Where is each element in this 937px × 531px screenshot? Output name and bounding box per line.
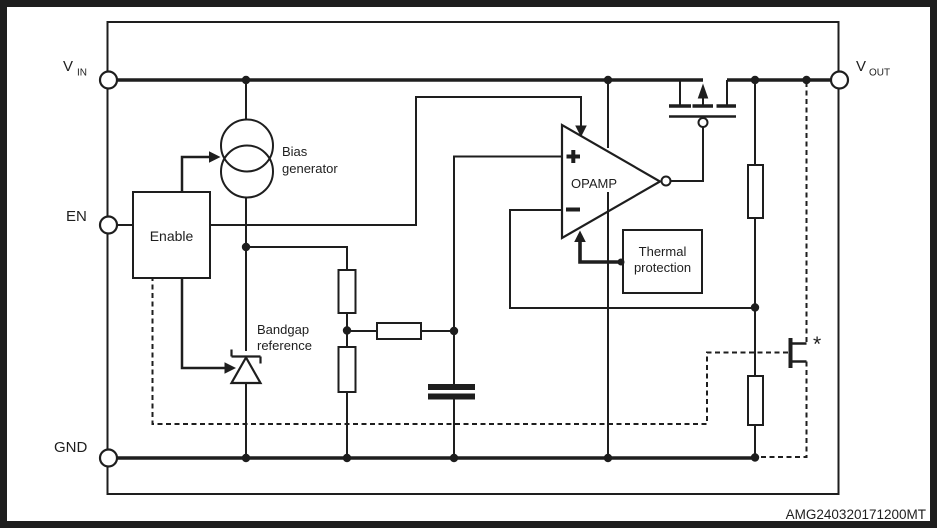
- arrowhead-into-opamp-top: [575, 125, 587, 137]
- junction-dot: [449, 326, 459, 336]
- junction-dot: [603, 75, 613, 85]
- bandgap-diode-symbol: [229, 349, 263, 385]
- dashed-wires: [151, 82, 808, 458]
- capacitor-plate-top: [428, 384, 475, 390]
- capacitor-symbol: [428, 384, 475, 400]
- external-discharge-transistor-symbol: [788, 338, 807, 368]
- vin-pin: [98, 70, 119, 90]
- vin-label: V: [63, 58, 73, 75]
- wire-opamp-out-to-gate: [670, 127, 704, 182]
- wire-thermal-to-opamp: [578, 240, 623, 264]
- gnd-pin: [98, 448, 119, 468]
- junction-dot: [617, 258, 625, 266]
- vout-pin: [829, 70, 850, 90]
- capacitor-plate-bottom: [428, 393, 475, 400]
- opamp-input-signs: [566, 150, 580, 212]
- resistor-divider-top: [337, 269, 357, 314]
- thermal-protection-block: [622, 229, 703, 294]
- bandgap-label-line2: reference: [257, 338, 312, 353]
- vout-label: V: [856, 58, 866, 75]
- dashed-ext-source-to-gnd: [759, 361, 808, 458]
- dashed-ext-gate-to-enable: [151, 278, 788, 425]
- arrowheads: [209, 125, 587, 374]
- enable-block-label: Enable: [150, 228, 194, 244]
- opamp-output-bubble: [660, 175, 672, 187]
- pass-transistor-symbol: [669, 83, 736, 128]
- bias-circle-bottom: [220, 144, 274, 199]
- bandgap-label-line1: Bandgap: [257, 322, 309, 337]
- junction-dots: [241, 75, 811, 463]
- enable-block: [132, 191, 211, 279]
- arrowhead-thermal-to-opamp: [574, 230, 586, 242]
- bias-circle-top: [220, 118, 274, 173]
- junction-dot: [750, 75, 760, 85]
- wire-enable-to-bias: [180, 155, 210, 192]
- junction-dot: [342, 326, 352, 335]
- resistor-divider-bottom: [337, 346, 357, 393]
- junction-dot: [603, 453, 613, 463]
- wire-enable-to-bandgap: [180, 278, 225, 370]
- bias-generator-symbol: [220, 118, 274, 199]
- en-pin: [98, 215, 119, 235]
- thermal-label-line2: protection: [634, 260, 691, 275]
- vin-label-subscript: IN: [77, 68, 87, 79]
- junction-dot: [449, 453, 459, 463]
- vout-label-subscript: OUT: [869, 68, 890, 79]
- wire-bias-to-divider: [246, 246, 348, 270]
- resistors: [337, 164, 764, 426]
- wire-enable-to-opamp: [210, 96, 582, 226]
- bias-generator-label-line2: generator: [282, 161, 338, 176]
- wire-minus-feedback: [509, 209, 755, 309]
- pmos-body-arrow: [697, 83, 709, 99]
- package-pins: [98, 70, 850, 468]
- wire-plus-input: [453, 155, 562, 384]
- resistor-horizontal: [376, 322, 422, 340]
- resistor-feedback-bottom: [747, 375, 764, 426]
- part-number-watermark: AMG240320171200MT: [786, 507, 926, 522]
- junction-dot: [342, 453, 352, 463]
- external-transistor-asterisk: *: [813, 333, 821, 356]
- zener-triangle: [229, 355, 263, 385]
- ic-boundary: [106, 21, 840, 495]
- pmos-gate-bubble: [697, 117, 709, 128]
- power-rails: [117, 78, 831, 460]
- junction-dot: [241, 75, 251, 85]
- enable-arrow-wires: [180, 155, 225, 370]
- gnd-label: GND: [54, 439, 88, 456]
- en-label: EN: [66, 208, 87, 225]
- junction-dot: [802, 75, 811, 85]
- thermal-label-line1: Thermal: [639, 244, 687, 259]
- resistor-feedback-top: [747, 164, 764, 219]
- junction-dot: [241, 453, 251, 463]
- signal-wires: [117, 80, 756, 458]
- arrowhead-into-bandgap: [224, 362, 236, 374]
- opamp-triangle: [560, 123, 663, 240]
- opamp-label: OPAMP: [571, 176, 617, 191]
- junction-dot: [750, 453, 760, 462]
- junction-dot: [241, 242, 251, 252]
- bias-generator-label-line1: Bias: [282, 144, 308, 159]
- arrowhead-into-bias: [209, 151, 221, 163]
- junction-dot: [750, 303, 760, 312]
- opamp-symbol: [560, 123, 672, 240]
